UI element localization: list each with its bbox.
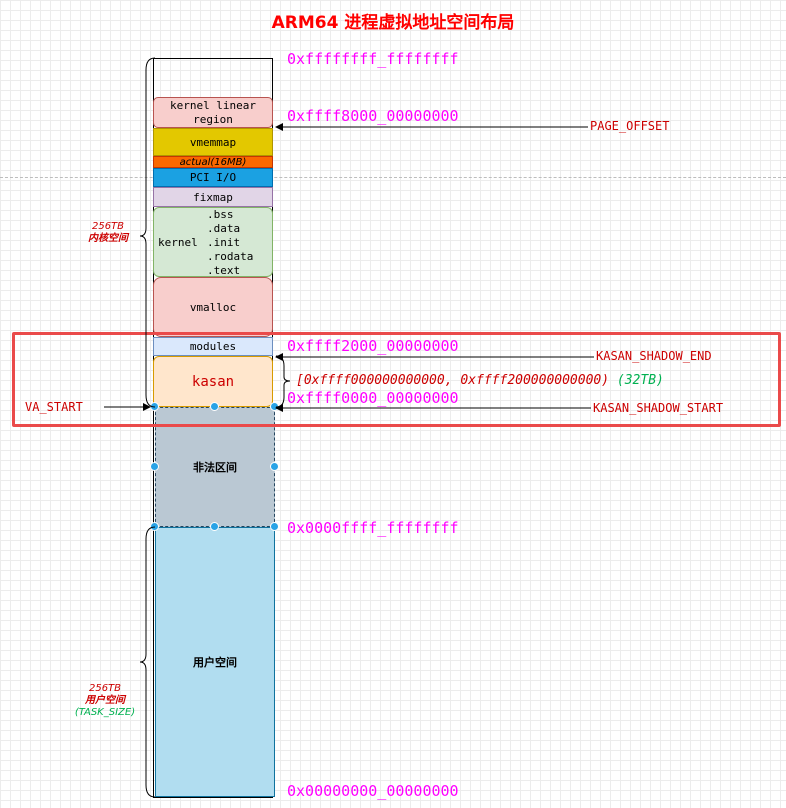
- address-top: 0xffffffff_ffffffff: [287, 50, 459, 68]
- kasan-highlight-box: [12, 332, 781, 427]
- task-size-text: (TASK_SIZE): [74, 707, 136, 718]
- handle-bottom-left[interactable]: [150, 522, 159, 531]
- vmalloc-region: vmalloc: [153, 277, 273, 337]
- pci-io-label: PCI I/O: [189, 171, 237, 184]
- kasan-shadow-end-label: KASAN_SHADOW_END: [596, 349, 712, 363]
- vmalloc-label: vmalloc: [189, 300, 237, 314]
- handle-bottom-mid[interactable]: [210, 522, 219, 531]
- section-bss: .bss: [207, 208, 234, 221]
- handle-top-mid[interactable]: [210, 402, 219, 411]
- address-page-offset: 0xffff8000_00000000: [287, 107, 459, 125]
- kasan-shadow-start-label: KASAN_SHADOW_START: [593, 401, 724, 415]
- fixmap-region: fixmap: [153, 187, 273, 207]
- section-init: .init: [207, 236, 241, 249]
- diagram-title: ARM64 进程虚拟地址空间布局: [271, 13, 515, 33]
- user-space-brace: [139, 526, 156, 798]
- kasan-range-text: [0xffff000000000000, 0xffff200000000000): [296, 373, 610, 388]
- handle-bottom-right[interactable]: [270, 522, 279, 531]
- kasan-region: kasan: [153, 356, 273, 407]
- user-space-region: 用户空间: [155, 527, 275, 797]
- kernel-linear-region: kernel linear region: [153, 97, 273, 128]
- kasan-label: kasan: [191, 373, 235, 390]
- modules-label: modules: [189, 340, 237, 353]
- section-data: .data: [207, 222, 241, 235]
- kernel-space-side-label: 256TB 内核空间: [78, 221, 138, 245]
- kernel-label: kernel: [158, 236, 198, 249]
- kernel-space-text: 内核空间: [88, 233, 128, 244]
- address-user-top: 0x0000ffff_ffffffff: [287, 519, 459, 537]
- vmemmap-label: vmemmap: [189, 135, 237, 149]
- user-space-label: 用户空间: [193, 656, 237, 669]
- illegal-label: 非法区间: [193, 461, 237, 474]
- address-kasan-end: 0xffff2000_00000000: [287, 337, 459, 355]
- section-rodata: .rodata: [207, 250, 254, 263]
- kernel-space-brace: [139, 57, 156, 408]
- address-kasan-start: 0xffff0000_00000000: [287, 389, 459, 407]
- pci-io-region: PCI I/O: [153, 168, 273, 187]
- handle-mid-left[interactable]: [150, 462, 159, 471]
- kasan-range-size: (32TB): [616, 373, 664, 388]
- user-size-text: 256TB: [88, 683, 122, 694]
- vmemmap-region: vmemmap: [153, 128, 273, 156]
- kernel-size-text: 256TB: [91, 221, 125, 232]
- address-bottom: 0x00000000_00000000: [287, 782, 459, 800]
- user-space-text: 用户空间: [85, 695, 125, 706]
- user-space-side-label: 256TB 用户空间 (TASK_SIZE): [60, 683, 150, 719]
- modules-region: modules: [153, 337, 273, 356]
- section-text: .text: [207, 264, 241, 277]
- va-start-label: VA_START: [25, 400, 83, 414]
- kasan-range-annotation: [0xffff000000000000, 0xffff200000000000)…: [296, 373, 664, 388]
- kernel-linear-label-1: kernel linear: [169, 98, 257, 112]
- dashed-divider: [0, 177, 786, 178]
- kasan-range-brace: [275, 355, 291, 408]
- fixmap-label: fixmap: [193, 190, 233, 204]
- kernel-image-region: kernel .bss .data .init .rodata .text: [153, 207, 273, 277]
- kernel-sections-list: .bss .data .init .rodata .text: [207, 208, 253, 278]
- kernel-linear-label-2: region: [193, 112, 233, 126]
- page-offset-label: PAGE_OFFSET: [590, 119, 670, 133]
- handle-mid-right[interactable]: [270, 462, 279, 471]
- actual-region: actual(16MB): [153, 156, 273, 168]
- actual-label: actual(16MB): [179, 156, 247, 168]
